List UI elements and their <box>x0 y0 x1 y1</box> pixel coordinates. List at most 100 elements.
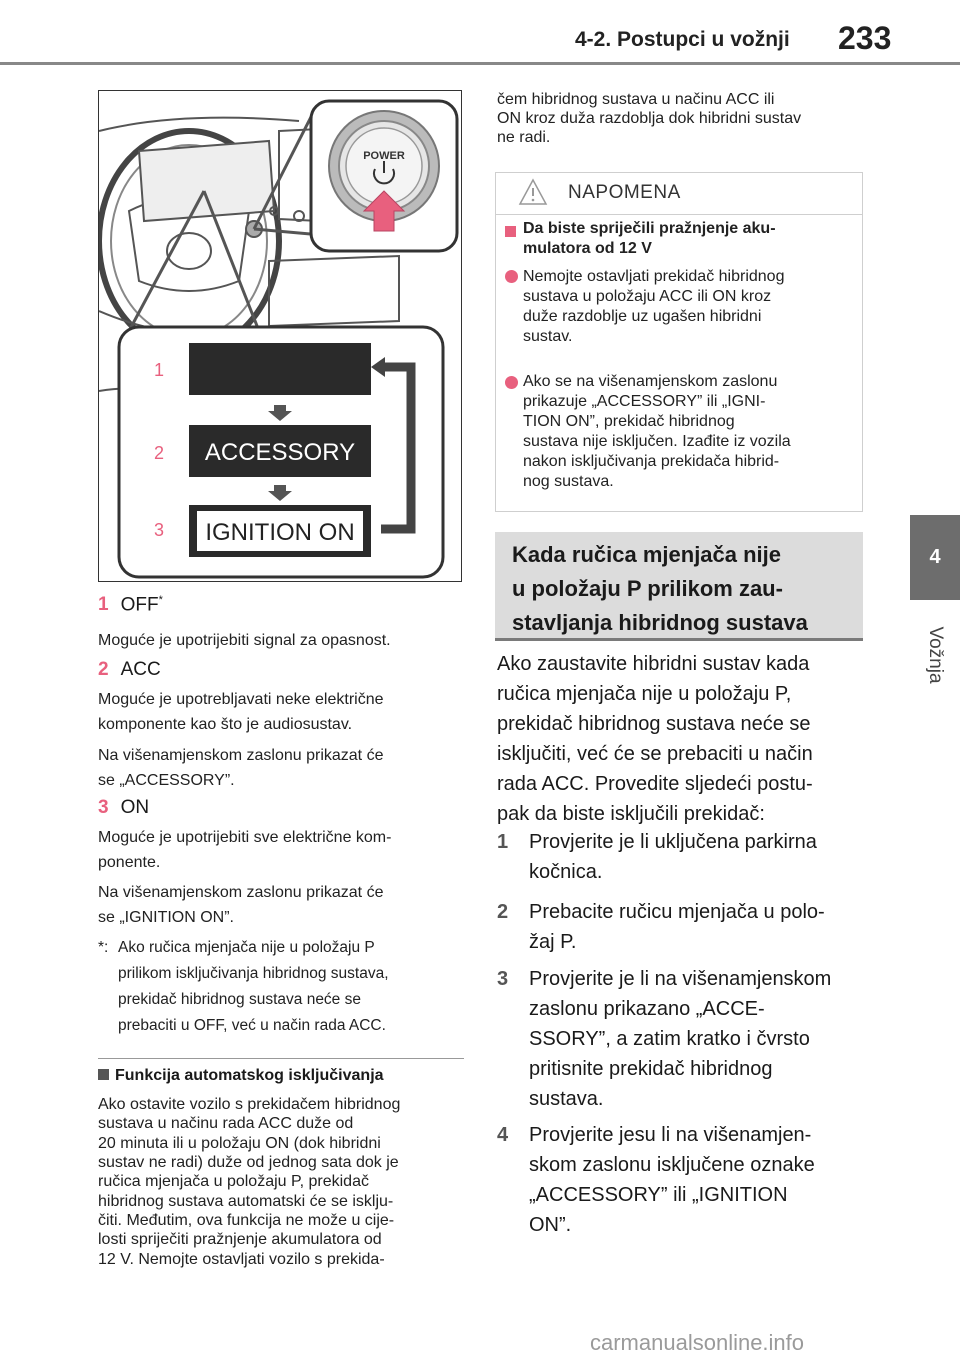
note-header <box>495 172 863 215</box>
intro-line-3: prekidač hibridnog sustava neće se <box>497 713 811 735</box>
power-switch-illustration: POWER 1 2 3 ACCESSORY IGNITION ON <box>98 90 462 582</box>
procedure-step-3-number: 3 <box>497 968 509 990</box>
chapter-tab[interactable]: 4 <box>910 515 960 600</box>
step-2-heading: 2 ACC <box>98 659 468 681</box>
step-3-line-2: ponente. <box>98 854 161 871</box>
step-2-line-4: se „ACCESSORY”. <box>98 772 235 789</box>
section-heading-line-2: u položaju P prilikom zau- <box>512 576 783 601</box>
display-label-2: 2 <box>154 443 164 463</box>
procedure-step-3-line-5: sustava. <box>529 1088 604 1110</box>
continued-line-2: ON kroz duža razdoblja dok hibridni sust… <box>497 110 802 127</box>
step-2-line-2: komponente kao što je audiosustav. <box>98 716 353 733</box>
dashboard-drawing: POWER 1 2 3 ACCESSORY IGNITION ON <box>99 99 459 579</box>
step-3-heading: 3 ON <box>98 797 468 819</box>
step-2-line-3: Na višenamjenskom zaslonu prikazat će <box>98 747 384 764</box>
note-bullet-2-line-5: nakon isključivanja prekidača hibrid- <box>523 453 780 470</box>
power-label: POWER <box>363 150 405 162</box>
continued-line-1: čem hibridnog sustava u načinu ACC ili <box>497 91 775 108</box>
note-bullet-1-line-1: Nemojte ostavljati prekidač hibridnog <box>523 268 785 285</box>
continued-line-3: ne radi. <box>497 129 551 146</box>
procedure-step-3-line-3: SSORY”, a zatim kratko i čvrsto <box>529 1028 810 1050</box>
note-bullet-2-line-3: TION ON”, prekidač hibridnog <box>523 413 735 430</box>
procedure-step-3-line-2: zaslonu prikazano „ACCE- <box>529 998 765 1020</box>
procedure-step-1-line-2: kočnica. <box>529 861 603 883</box>
footnote-line-2: prilikom isključivanja hibridnog sustava… <box>118 965 389 982</box>
intro-line-1: Ako zaustavite hibridni sustav kada <box>497 653 810 675</box>
bullet-dot-icon <box>505 376 518 394</box>
intro-line-6: pak da biste isključili prekidač: <box>497 803 765 825</box>
auto-off-line-8: losti spriječiti pražnjenje akumulatora … <box>98 1231 382 1248</box>
section-heading-line-3: stavljanja hibridnog sustava <box>512 610 808 635</box>
step-3-line-4: se „IGNITION ON”. <box>98 909 234 926</box>
auto-off-line-7: čiti. Međutim, ova funkcija ne može u ci… <box>98 1212 395 1229</box>
step-1-footnote-marker: * <box>158 594 163 606</box>
section-title: 4-2. Postupci u vožnji <box>575 28 790 51</box>
footnote-line-4: prebaciti u OFF, već u način rada ACC. <box>118 1017 386 1034</box>
intro-line-4: isključiti, već će se prebaciti u način <box>497 743 813 765</box>
intro-line-5: rada ACC. Provedite sljedeći postu- <box>497 773 813 795</box>
auto-off-line-2: sustava u načinu rada ACC duže od <box>98 1115 354 1132</box>
step-2-number: 2 <box>98 659 109 680</box>
procedure-step-4-line-1: Provjerite jesu li na višenamjen- <box>529 1124 812 1146</box>
auto-off-line-5: ručica mjenjača u položaju P, prekidač <box>98 1173 369 1190</box>
procedure-step-1-line-1: Provjerite je li uključena parkirna <box>529 831 817 853</box>
heading-square-icon <box>98 1069 109 1080</box>
note-box <box>495 172 863 512</box>
display-label-1: 1 <box>154 360 164 380</box>
procedure-step-1-number: 1 <box>497 831 509 853</box>
chapter-label-text: Vožnja <box>925 626 946 684</box>
step-2-line-1: Moguće je upotrebljavati neke električne <box>98 691 384 708</box>
footnote-line-1: Ako ručica mjenjača nije u položaju P <box>118 939 375 956</box>
section-heading-rule <box>495 638 863 641</box>
procedure-step-4-line-2: skom zaslonu isključene oznake <box>529 1154 815 1176</box>
step-2-title: ACC <box>120 659 161 680</box>
procedure-step-2-line-2: žaj P. <box>529 931 577 953</box>
note-bullet-1-line-2: sustava u položaju ACC ili ON kroz <box>523 288 772 305</box>
auto-off-line-1: Ako ostavite vozilo s prekidačem hibridn… <box>98 1096 401 1113</box>
section-heading-box <box>495 532 863 640</box>
note-bullet-2-line-1: Ako se na višenamjenskom zaslonu <box>523 373 778 390</box>
note-heading-line-1: Da biste spriječili pražnjenje aku- <box>523 220 776 237</box>
procedure-step-4-line-4: ON”. <box>529 1214 572 1236</box>
watermark: carmanualsonline.info <box>590 1330 805 1355</box>
header-divider <box>0 62 960 65</box>
note-bullet-2-line-4: sustava nije isključen. Izađite iz vozil… <box>523 433 791 450</box>
procedure-step-2-line-1: Prebacite ručicu mjenjača u polo- <box>529 901 825 923</box>
intro-line-2: ručica mjenjača nije u položaju P, <box>497 683 792 705</box>
procedure-step-2-number: 2 <box>497 901 509 923</box>
procedure-step-3: 3 Provjerite je li na višenamjenskom zas… <box>497 964 867 1114</box>
note-bullet-1-line-4: sustav. <box>523 328 573 345</box>
step-3-title: ON <box>120 797 150 818</box>
procedure-step-1: 1 Provjerite je li uključena parkirna koč… <box>497 827 867 889</box>
section-divider <box>98 1058 464 1059</box>
bullet-dot-icon <box>505 270 518 288</box>
footnote-line-3: prekidač hibridnog sustava neće se <box>118 991 361 1008</box>
note-bullet-1-line-3: duže razdoblje uz ugašen hibridni <box>523 308 762 325</box>
procedure-step-4: 4 Provjerite jesu li na višenamjen- skom… <box>497 1120 867 1240</box>
procedure-step-3-line-4: pritisnite prekidač hibridnog <box>529 1058 773 1080</box>
screen-accessory <box>189 425 371 477</box>
procedure-step-2: 2 Prebacite ručicu mjenjača u polo-žaj P… <box>497 897 867 959</box>
auto-off-line-3: 20 minuta ili u položaju ON (dok hibridn… <box>98 1135 381 1152</box>
section-heading-line-1: Kada ručica mjenjača nije <box>512 542 782 567</box>
note-heading-square-icon <box>505 224 516 242</box>
step-1-title: OFF <box>120 594 159 616</box>
auto-off-line-6: hibridnog sustava automatski će se isklj… <box>98 1193 394 1210</box>
step-3-line-1: Moguće je upotrijebiti sve električne ko… <box>98 829 392 846</box>
auto-off-heading-text: Funkcija automatskog isključivanja <box>115 1067 384 1084</box>
note-heading-line-2: mulatora od 12 V <box>523 240 652 257</box>
screen-ignition-text: IGNITION ON <box>205 519 354 546</box>
auto-off-line-9: 12 V. Nemojte ostavljati vozilo s prekid… <box>98 1251 385 1268</box>
note-title: NAPOMENA <box>568 182 681 203</box>
display-label-3: 3 <box>154 520 164 540</box>
step-3-line-3: Na višenamjenskom zaslonu prikazat će <box>98 884 384 901</box>
note-bullet-2-line-2: prikazuje „ACCESSORY” ili „IGNI- <box>523 393 766 410</box>
section-heading: Kada ručica mjenjača nije u položaju P p… <box>512 538 852 640</box>
auto-off-heading: Funkcija automatskog isključivanja <box>98 1067 468 1085</box>
step-3-number: 3 <box>98 797 109 818</box>
warning-icon <box>518 178 548 205</box>
procedure-step-4-line-3: „ACCESSORY” ili „IGNITION <box>529 1184 788 1206</box>
step-1-text: Moguće je upotrijebiti signal za opasnos… <box>98 632 391 649</box>
procedure-step-4-number: 4 <box>497 1124 509 1146</box>
